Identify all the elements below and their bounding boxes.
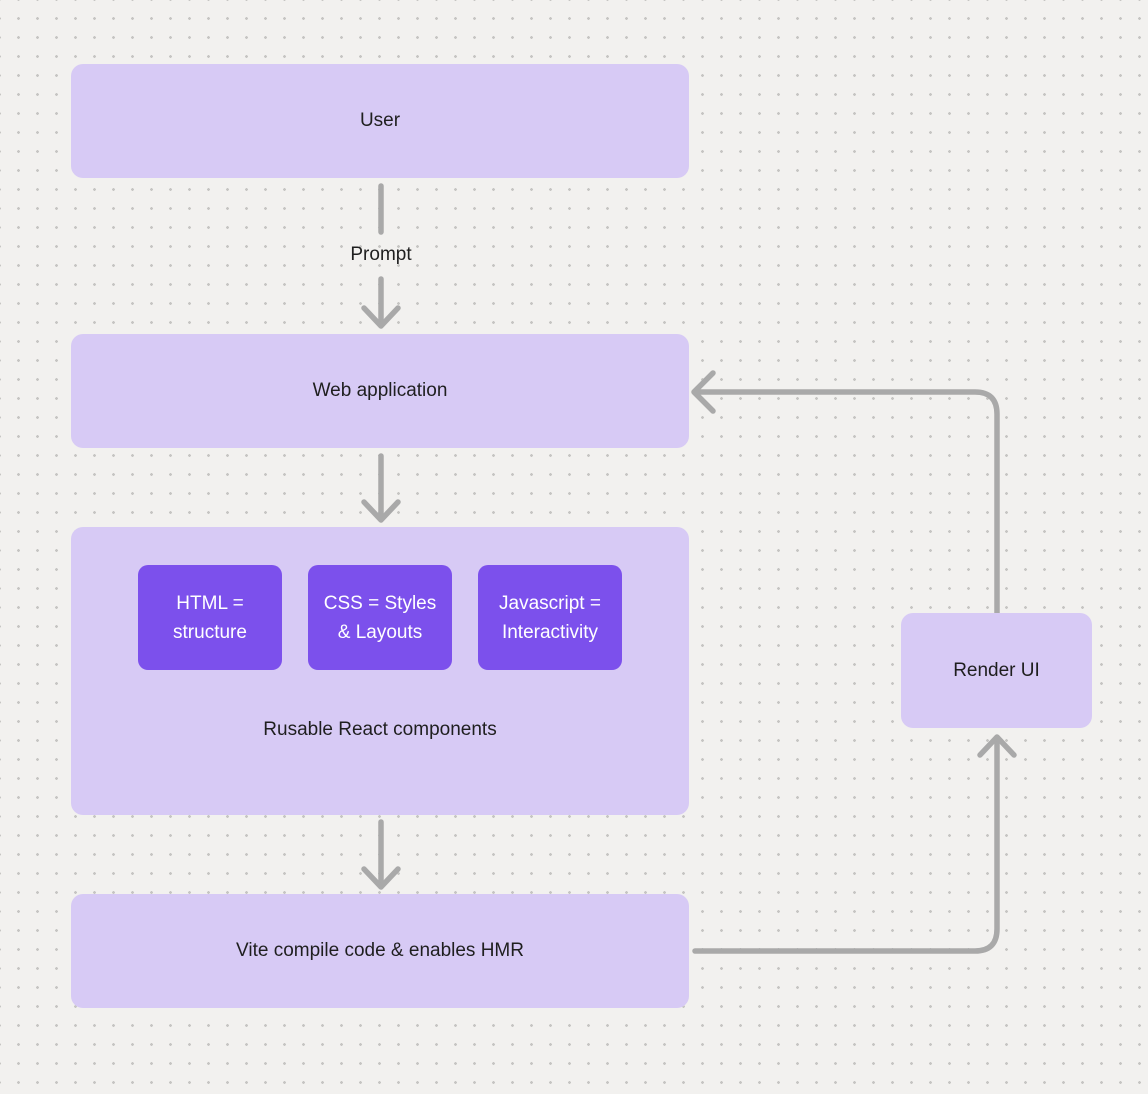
javascript-node[interactable]: Javascript = Interactivity: [478, 565, 622, 670]
render-ui-node-label: Render UI: [953, 659, 1040, 681]
render-ui-node[interactable]: Render UI: [901, 613, 1092, 728]
web-application-node[interactable]: Web application: [71, 334, 689, 448]
css-node-label: CSS = Styles & Layouts: [323, 592, 437, 643]
web-application-node-label: Web application: [312, 380, 448, 401]
vite-node-label: Vite compile code & enables HMR: [236, 940, 524, 961]
arrowhead-down-icon: [361, 866, 401, 890]
prompt-edge-label: Prompt: [350, 244, 412, 265]
css-node[interactable]: CSS = Styles & Layouts: [308, 565, 452, 670]
arrow-vite-to-renderui: [692, 734, 1017, 954]
components-group-caption: Rusable React components: [263, 719, 497, 740]
arrow-components-to-vite: [361, 819, 401, 890]
user-node[interactable]: User: [71, 64, 689, 178]
arrowhead-down-icon: [361, 499, 401, 523]
html-node-label: HTML = structure: [173, 592, 247, 643]
javascript-node-label: Javascript = Interactivity: [499, 592, 601, 643]
user-node-label: User: [359, 110, 401, 131]
components-group-node[interactable]: HTML = structure CSS = Styles & Layouts …: [71, 527, 689, 815]
html-node[interactable]: HTML = structure: [138, 565, 282, 670]
arrowhead-left-icon: [691, 370, 716, 414]
components-row: HTML = structure CSS = Styles & Layouts …: [138, 565, 622, 670]
arrowhead-up-icon: [977, 734, 1017, 758]
arrow-webapp-to-components: [361, 453, 401, 523]
arrow-renderui-to-webapp: [691, 370, 1000, 616]
vite-node[interactable]: Vite compile code & enables HMR: [71, 894, 689, 1008]
arrowhead-down-icon: [361, 305, 401, 329]
